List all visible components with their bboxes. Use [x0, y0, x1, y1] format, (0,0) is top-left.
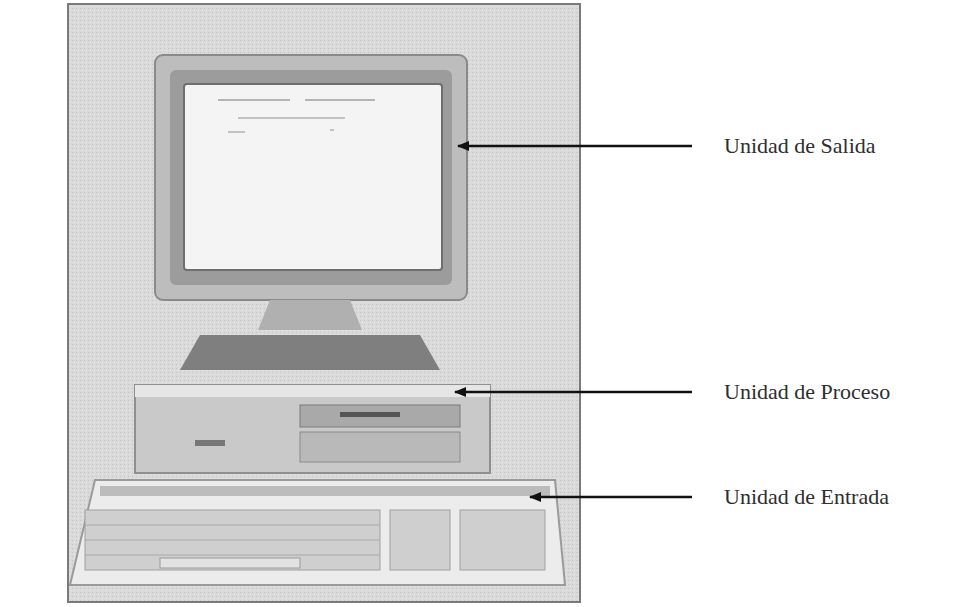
keyboard-main-keys — [85, 510, 380, 570]
monitor-base — [180, 335, 440, 370]
keyboard-spacebar — [160, 558, 300, 568]
keyboard-function-row — [100, 486, 550, 496]
drive-bay — [300, 432, 460, 462]
monitor-neck — [258, 300, 362, 330]
keyboard-numpad — [460, 510, 545, 570]
screen-text-line — [305, 99, 375, 101]
screen-text-line — [218, 99, 290, 101]
screen-text-line — [238, 117, 345, 119]
monitor-bezel — [155, 55, 467, 300]
part-label: Unidad de Entrada — [724, 484, 889, 510]
monitor-bezel-inner — [170, 70, 452, 285]
leader-arrow — [530, 496, 692, 499]
power-button — [195, 440, 225, 446]
system-unit-top — [135, 385, 490, 397]
part-label: Unidad de Proceso — [724, 379, 890, 405]
keyboard-nav-keys — [390, 510, 450, 570]
system-unit — [135, 385, 490, 473]
drive-bay — [300, 405, 460, 427]
keyboard-key-row — [85, 555, 380, 556]
monitor-screen — [184, 84, 442, 270]
leader-arrow — [458, 145, 692, 148]
keyboard-key-row — [85, 540, 380, 541]
screen-text-line — [228, 131, 245, 133]
keyboard-key-row — [85, 525, 380, 526]
drive-slot — [340, 412, 400, 417]
part-label: Unidad de Salida — [724, 133, 876, 159]
keyboard-body — [70, 480, 565, 585]
leader-arrow — [455, 391, 692, 394]
screen-text-line — [330, 129, 334, 131]
photo-frame — [68, 4, 580, 602]
